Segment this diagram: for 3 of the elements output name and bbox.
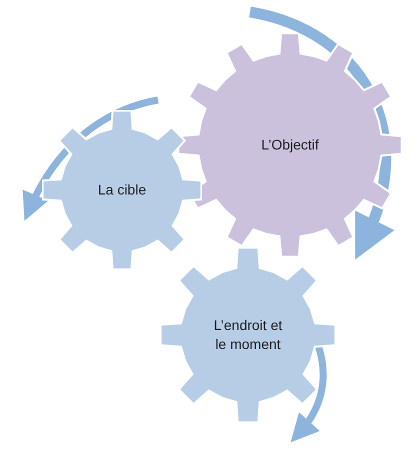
- gear-label: La cible: [97, 180, 147, 200]
- gear-label: L’Objectif: [260, 136, 320, 154]
- gear-label: L’endroit et le moment: [213, 316, 283, 354]
